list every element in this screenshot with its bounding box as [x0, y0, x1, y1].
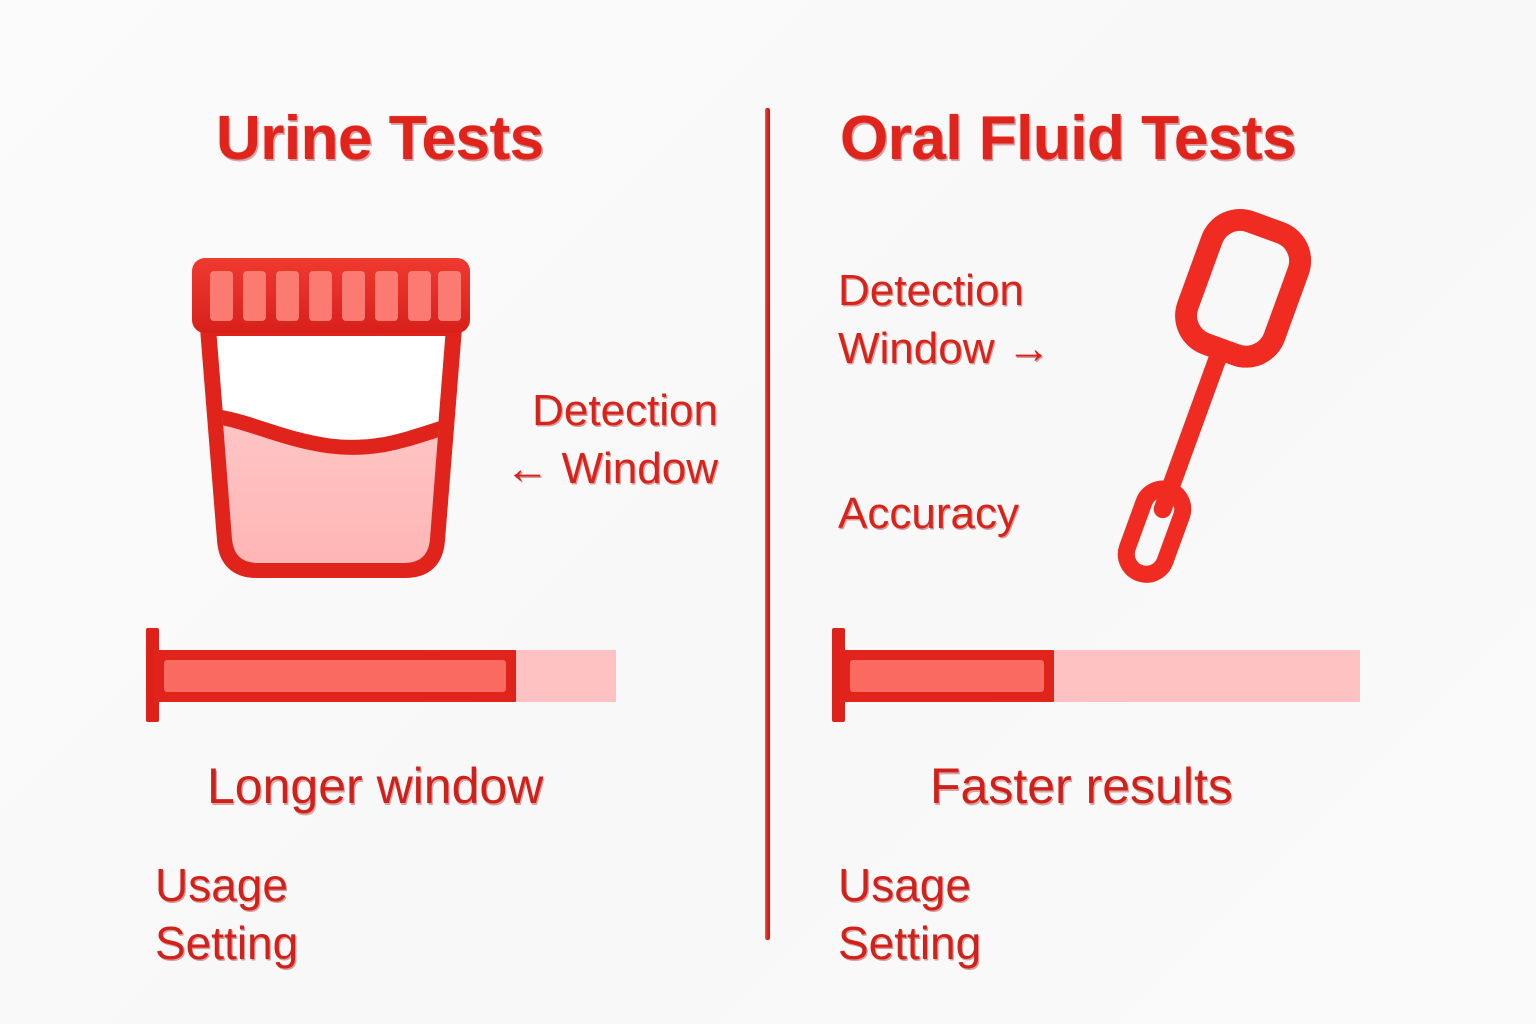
bar-inner-highlight: [164, 660, 506, 692]
bar-inner-highlight: [850, 660, 1044, 692]
left-detection-window-label: Detection ← Window: [505, 386, 718, 493]
oral-fluid-tests-panel: Oral Fluid Tests Detection Window → Accu…: [768, 0, 1536, 1024]
oral-usage-setting-label: Usage Setting: [838, 859, 982, 969]
right-detection-window-label: Detection Window →: [838, 266, 1051, 373]
oral-caption: Faster results: [930, 758, 1233, 814]
urine-usage-setting-label: Usage Setting: [155, 859, 299, 969]
urine-caption: Longer window: [207, 758, 544, 814]
urine-specimen-cup-icon: [180, 240, 480, 595]
oral-fluid-tests-title: Oral Fluid Tests: [840, 104, 1296, 173]
accuracy-label: Accuracy: [838, 489, 1019, 538]
panel-divider: [765, 108, 770, 940]
oral-fluid-swab-icon: [1080, 195, 1320, 600]
urine-tests-panel: Urine Tests: [0, 0, 765, 1024]
urine-tests-title: Urine Tests: [216, 104, 544, 173]
